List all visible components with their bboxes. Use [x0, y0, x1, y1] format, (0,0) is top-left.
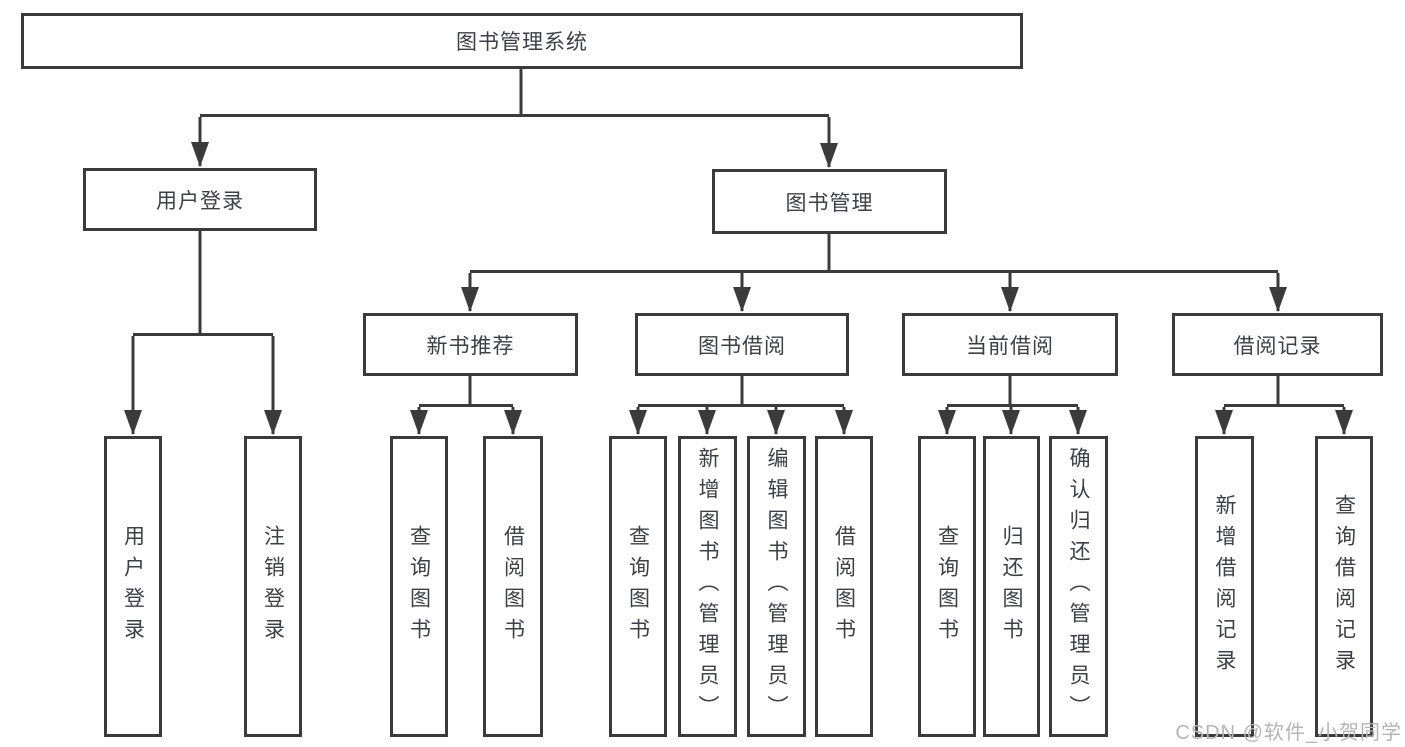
leaf-query-borrow-record: 查询借阅记录 — [1315, 436, 1373, 737]
leaf-confirm-return-admin: 确认归还（管理员） — [1049, 436, 1108, 737]
leaf-label: 查询图书 — [407, 524, 431, 649]
branch-root — [191, 69, 838, 168]
branch-book-management — [461, 234, 1287, 312]
node-user-login: 用户登录 — [83, 168, 317, 231]
node-library-management-system: 图书管理系统 — [21, 13, 1023, 69]
leaf-label: 借阅图书 — [501, 524, 525, 649]
leaf-user-login: 用户登录 — [104, 436, 162, 737]
node-label: 图书管理 — [785, 191, 874, 215]
branch-book-borrow — [629, 376, 853, 435]
leaf-borrow-books-newbook: 借阅图书 — [483, 436, 543, 737]
node-label: 图书借阅 — [698, 334, 786, 358]
node-label: 当前借阅 — [966, 334, 1054, 358]
node-book-management: 图书管理 — [712, 169, 947, 234]
node-current-borrowing: 当前借阅 — [902, 313, 1118, 376]
leaf-label: 用户登录 — [121, 524, 145, 649]
leaf-add-book-admin: 新增图书（管理员） — [678, 436, 737, 737]
leaf-label: 确认归还（管理员） — [1067, 447, 1090, 726]
branch-current-borrow — [938, 376, 1087, 435]
branch-user-login — [124, 231, 282, 435]
leaf-logout: 注销登录 — [244, 436, 302, 737]
leaf-label: 新增借阅记录 — [1213, 493, 1236, 680]
leaf-add-borrow-record: 新增借阅记录 — [1195, 436, 1254, 737]
branch-borrow-records — [1215, 376, 1353, 435]
leaf-query-books-newbook: 查询图书 — [390, 436, 448, 737]
leaf-query-books-current: 查询图书 — [918, 436, 976, 737]
leaf-edit-book-admin: 编辑图书（管理员） — [747, 436, 806, 737]
leaf-label: 借阅图书 — [832, 524, 856, 649]
branch-new-book — [410, 376, 522, 435]
leaf-label: 归还图书 — [1000, 524, 1023, 649]
leaf-label: 编辑图书（管理员） — [765, 447, 788, 726]
leaf-borrow-books-borrowing: 借阅图书 — [815, 436, 873, 737]
node-label: 用户登录 — [156, 189, 244, 213]
leaf-label: 查询借阅记录 — [1332, 493, 1356, 680]
leaf-label: 注销登录 — [261, 524, 285, 649]
watermark: CSDN @软件_小贺同学 — [1175, 722, 1402, 744]
node-book-borrowing: 图书借阅 — [635, 313, 849, 376]
leaf-label: 查询图书 — [626, 524, 650, 649]
node-label: 借阅记录 — [1233, 334, 1322, 358]
leaf-label: 新增图书（管理员） — [696, 447, 719, 726]
leaf-label: 查询图书 — [935, 524, 959, 649]
node-new-book-recommendation: 新书推荐 — [363, 313, 578, 376]
node-borrowing-records: 借阅记录 — [1172, 313, 1383, 376]
leaf-query-books-borrowing: 查询图书 — [609, 436, 667, 737]
node-label: 图书管理系统 — [456, 31, 588, 54]
node-label: 新书推荐 — [426, 334, 515, 358]
leaf-return-book: 归还图书 — [983, 436, 1040, 737]
